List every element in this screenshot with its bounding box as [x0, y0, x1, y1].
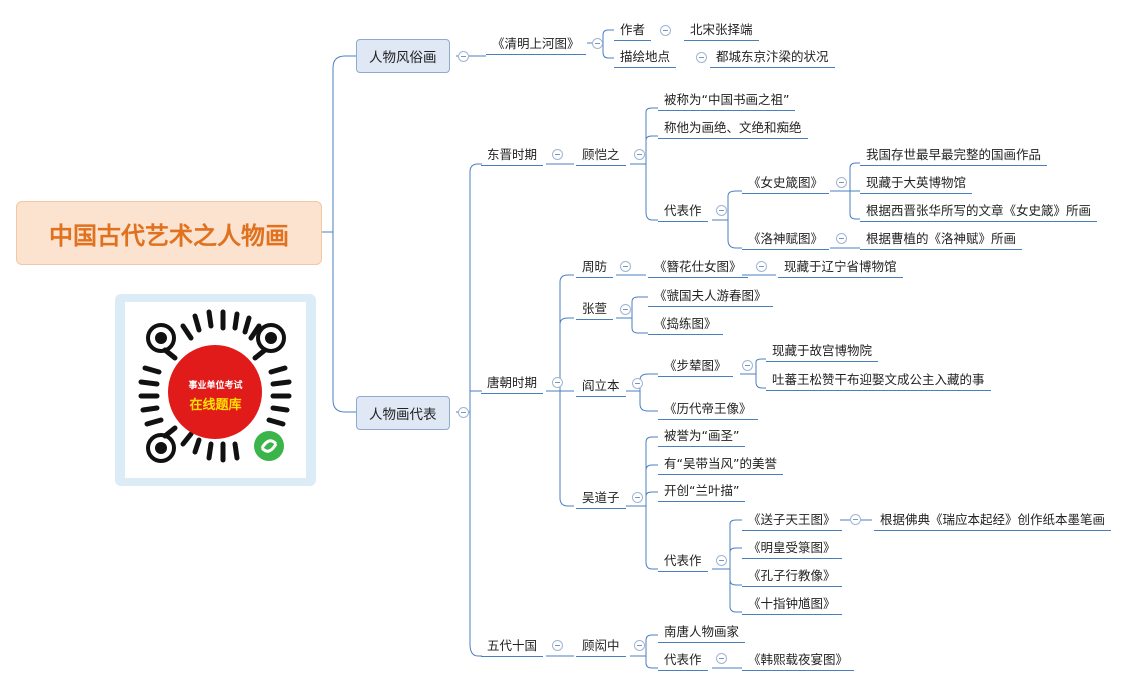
qr-line-2: 在线题库 — [189, 398, 242, 413]
node-period-wudai[interactable]: 五代十国 — [480, 638, 544, 657]
collapse-toggle-icon[interactable] — [632, 492, 643, 503]
node-period-tang[interactable]: 唐朝时期 — [480, 375, 544, 394]
node-luoshen-1[interactable]: 根据曹植的《洛神赋》所画 — [859, 231, 1023, 250]
node-songzi-1[interactable]: 根据佛典《瑞应本起经》创作纸本墨笔画 — [873, 512, 1112, 531]
node-bunian-1[interactable]: 现藏于故宫博物院 — [765, 343, 879, 362]
collapse-toggle-icon[interactable] — [632, 378, 643, 389]
node-hanxizai[interactable]: 《韩熙载夜宴图》 — [741, 652, 855, 671]
root-title: 中国古代艺术之人物画 — [49, 221, 289, 250]
collapse-toggle-icon[interactable] — [458, 51, 469, 62]
collapse-toggle-icon[interactable] — [634, 640, 645, 651]
node-nvshi-2[interactable]: 现藏于大英博物馆 — [859, 175, 973, 194]
collapse-toggle-icon[interactable] — [742, 360, 753, 371]
node-artist-guhongzhong[interactable]: 顾闳中 — [576, 638, 625, 657]
node-kongzi[interactable]: 《孔子行教像》 — [742, 568, 842, 587]
branch-figure-painting[interactable]: 人物画代表 — [356, 396, 450, 430]
collapse-toggle-icon[interactable] — [552, 640, 563, 651]
node-shizhi[interactable]: 《十指钟馗图》 — [742, 596, 842, 615]
branch-figure-label: 人物画代表 — [369, 407, 437, 423]
node-nvshi[interactable]: 《女史箴图》 — [741, 175, 830, 194]
node-zanhua[interactable]: 《簪花仕女图》 — [648, 259, 748, 278]
branch-folk-label: 人物风俗画 — [369, 50, 437, 66]
collapse-toggle-icon[interactable] — [716, 555, 727, 566]
collapse-toggle-icon[interactable] — [756, 261, 767, 272]
root-topic[interactable]: 中国古代艺术之人物画 — [16, 201, 322, 265]
collapse-toggle-icon[interactable] — [716, 653, 727, 664]
node-nvshi-3[interactable]: 根据西晋张华所写的文章《女史箴》所画 — [859, 203, 1098, 222]
node-wu-fact-2[interactable]: 有“吴带当风”的美誉 — [658, 456, 783, 475]
collapse-toggle-icon[interactable] — [836, 233, 847, 244]
collapse-toggle-icon[interactable] — [696, 52, 707, 63]
node-songzi[interactable]: 《送子天王图》 — [742, 512, 842, 531]
node-artist-zhoufang[interactable]: 周昉 — [575, 259, 614, 278]
node-place-value[interactable]: 都城东京汴梁的状况 — [710, 49, 835, 68]
node-wu-fact-1[interactable]: 被誉为“画圣” — [657, 428, 746, 447]
node-guh-fact-1[interactable]: 南唐人物画家 — [657, 624, 746, 643]
collapse-toggle-icon[interactable] — [850, 514, 861, 525]
node-period-dongjin[interactable]: 东晋时期 — [480, 147, 544, 166]
node-artist-zhangxuan[interactable]: 张萱 — [575, 301, 614, 320]
node-minghuang[interactable]: 《明皇受箓图》 — [742, 540, 842, 559]
node-bunian-2[interactable]: 吐蕃王松赞干布迎娶文成公主入藏的事 — [766, 372, 991, 391]
collapse-toggle-icon[interactable] — [552, 377, 563, 388]
collapse-toggle-icon[interactable] — [458, 407, 469, 418]
collapse-toggle-icon[interactable] — [716, 205, 727, 216]
collapse-toggle-icon[interactable] — [552, 149, 563, 160]
collapse-toggle-icon[interactable] — [592, 38, 603, 49]
node-zanhua-1[interactable]: 现藏于辽宁省博物馆 — [778, 259, 903, 278]
node-gu-works[interactable]: 代表作 — [658, 203, 707, 222]
qr-code-image: 事业单位考试 在线题库 — [125, 302, 306, 478]
collapse-toggle-icon[interactable] — [660, 25, 671, 36]
collapse-toggle-icon[interactable] — [620, 261, 631, 272]
node-author-value[interactable]: 北宋张择端 — [684, 22, 758, 41]
node-lidai[interactable]: 《历代帝王像》 — [658, 401, 758, 420]
node-nvshi-1[interactable]: 我国存世最早最完整的国画作品 — [859, 147, 1048, 166]
node-place-key[interactable]: 描绘地点 — [613, 49, 677, 68]
node-author-key[interactable]: 作者 — [613, 22, 652, 41]
node-qingming[interactable]: 《清明上河图》 — [486, 36, 586, 55]
qr-line-1: 事业单位考试 — [188, 381, 243, 391]
node-guoguo[interactable]: 《虢国夫人游春图》 — [648, 288, 773, 307]
node-artist-yanliben[interactable]: 阎立本 — [576, 378, 625, 397]
node-artist-gukaizhi[interactable]: 顾恺之 — [576, 147, 625, 166]
node-gu-fact-2[interactable]: 称他为画绝、文绝和痴绝 — [658, 120, 808, 139]
node-wu-fact-3[interactable]: 开创“兰叶描” — [657, 483, 746, 502]
node-bunian[interactable]: 《步辇图》 — [658, 358, 732, 377]
collapse-toggle-icon[interactable] — [634, 149, 645, 160]
qr-code-card: 事业单位考试 在线题库 — [115, 294, 316, 486]
node-daolian[interactable]: 《捣练图》 — [648, 316, 722, 335]
node-gu-fact-1[interactable]: 被称为“中国书画之祖” — [657, 92, 796, 111]
collapse-toggle-icon[interactable] — [836, 177, 847, 188]
branch-folk-painting[interactable]: 人物风俗画 — [356, 39, 450, 73]
node-guh-works[interactable]: 代表作 — [658, 652, 707, 671]
node-artist-wudaozi[interactable]: 吴道子 — [576, 490, 625, 509]
node-wu-works[interactable]: 代表作 — [658, 553, 707, 572]
node-luoshen[interactable]: 《洛神赋图》 — [741, 231, 830, 250]
qr-pattern — [138, 309, 292, 463]
collapse-toggle-icon[interactable] — [620, 304, 631, 315]
